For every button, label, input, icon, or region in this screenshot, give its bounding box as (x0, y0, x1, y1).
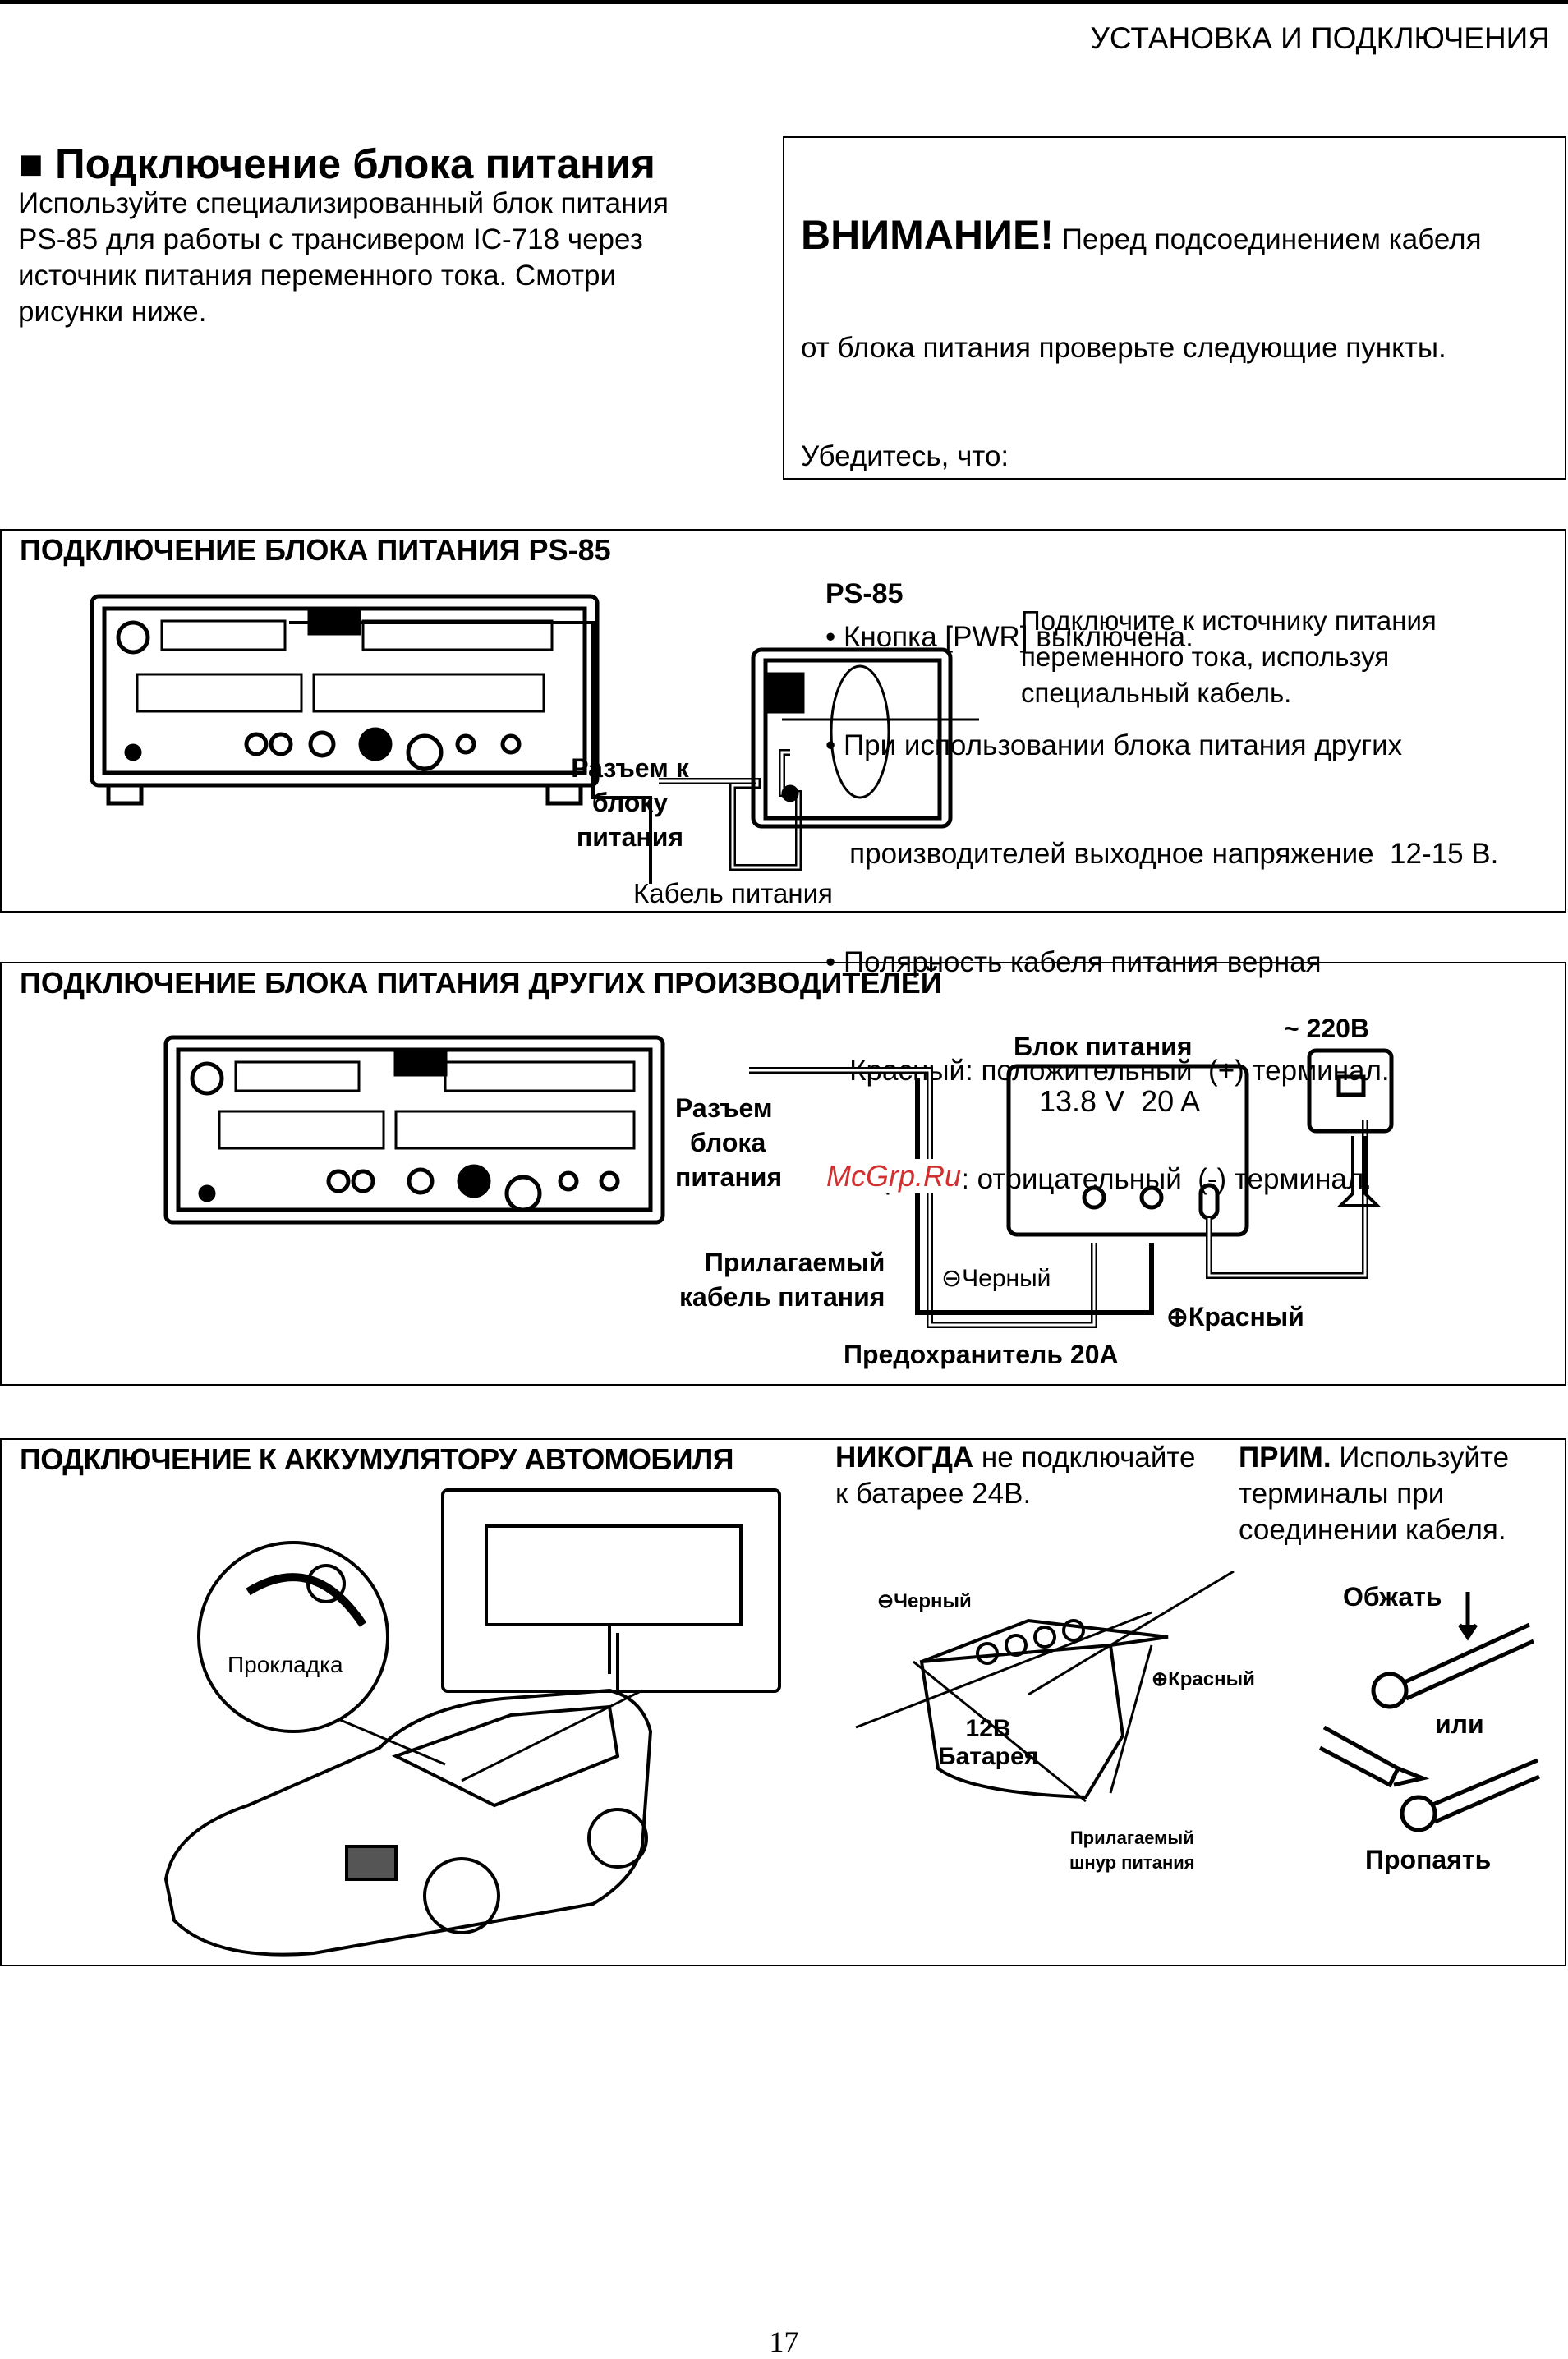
car-icon (163, 1688, 653, 1957)
mains-label: ~ 220В (1284, 1014, 1370, 1043)
warning-text: от блока питания проверьте следующие пун… (801, 332, 1446, 364)
psu-rating: 13.8 V 20 A (1039, 1084, 1201, 1118)
ps85-section: ПОДКЛЮЧЕНИЕ БЛОКА ПИТАНИЯ PS-85 PS-85 Ра… (0, 529, 1566, 913)
section-title: ПОДКЛЮЧЕНИЕ БЛОКА ПИТАНИЯ ДРУГИХ ПРОИЗВО… (20, 966, 942, 1000)
battery-diagram (855, 1571, 1235, 1803)
never-warning: НИКОГДА не подключайте к батарее 24В. (835, 1442, 1196, 1510)
grommet-detail-icon (197, 1541, 389, 1733)
intro-line: рисунки ниже. (18, 296, 207, 328)
intro-line: источник питания переменного тока. Смотр… (18, 260, 617, 292)
warning-text: Перед подсоединением кабеля (1053, 223, 1482, 255)
watermark: McGrp.Ru (823, 1159, 965, 1193)
section-title: ПОДКЛЮЧЕНИЕ БЛОКА ПИТАНИЯ PS-85 (20, 533, 611, 567)
page-number: 17 (769, 2325, 799, 2358)
car-diagram (163, 1488, 781, 1957)
crimp-icon (1371, 1592, 1535, 1709)
psu-box-icon (1006, 1064, 1249, 1237)
red-label: ⊕Красный (1152, 1668, 1255, 1690)
cable-label: Кабель питания (633, 878, 833, 908)
wall-outlet-icon (1307, 1048, 1394, 1134)
other-psu-section: ПОДКЛЮЧЕНИЕ БЛОКА ПИТАНИЯ ДРУГИХ ПРОИЗВО… (0, 962, 1566, 1386)
warning-bullet: производителей выходное напряжение 12-15… (825, 838, 1499, 870)
transceiver-rear-icon (163, 1035, 665, 1225)
section-title: ПОДКЛЮЧЕНИЕ К АККУМУЛЯТОРУ АВТОМОБИЛЯ (20, 1442, 734, 1476)
red-label: ⊕Красный (1166, 1302, 1304, 1331)
intro-line: Используйте специализированный блок пита… (18, 187, 669, 219)
warning-text: Убедитесь, что: (801, 440, 1009, 472)
ps85-unit-icon (751, 647, 953, 829)
section-header: УСТАНОВКА И ПОДКЛЮЧЕНИЯ (1090, 21, 1550, 55)
psu-label: Блок питания (1014, 1032, 1193, 1061)
fuse-label: Предохранитель 20A (844, 1340, 1119, 1369)
black-label: ⊖Черный (877, 1590, 972, 1612)
warning-box: ВНИМАНИЕ! Перед подсоединением кабеля от… (783, 136, 1566, 1195)
other-psu-diagram (163, 1035, 1394, 1328)
intro-text: Используйте специализированный блок пита… (18, 186, 669, 330)
or-label: или (1435, 1709, 1484, 1739)
ps85-label: PS-85 (825, 578, 904, 609)
grommet-label: Прокладка (228, 1652, 343, 1677)
crimp-solder-diagram (1318, 1592, 1540, 1832)
page-title: ■ Подключение блока питания (18, 140, 655, 187)
warning-bullet: • При использовании блока питания других (825, 729, 1403, 761)
solder-label: Пропаять (1365, 1845, 1492, 1874)
ps85-diagram (90, 594, 979, 884)
transceiver-rear-icon (90, 594, 600, 806)
battery-icon (919, 1643, 1125, 1800)
top-rule (0, 0, 1568, 4)
car-battery-section: ПОДКЛЮЧЕНИЕ К АККУМУЛЯТОРУ АВТОМОБИЛЯ НИ… (0, 1438, 1566, 1966)
intro-line: PS-85 для работы с трансивером IC-718 че… (18, 223, 643, 255)
black-label: ⊖Черный (941, 1265, 1051, 1292)
solder-icon (1318, 1725, 1540, 1832)
warning-label: ВНИМАНИЕ! (801, 212, 1054, 258)
crimp-label: Обжать (1343, 1582, 1442, 1612)
